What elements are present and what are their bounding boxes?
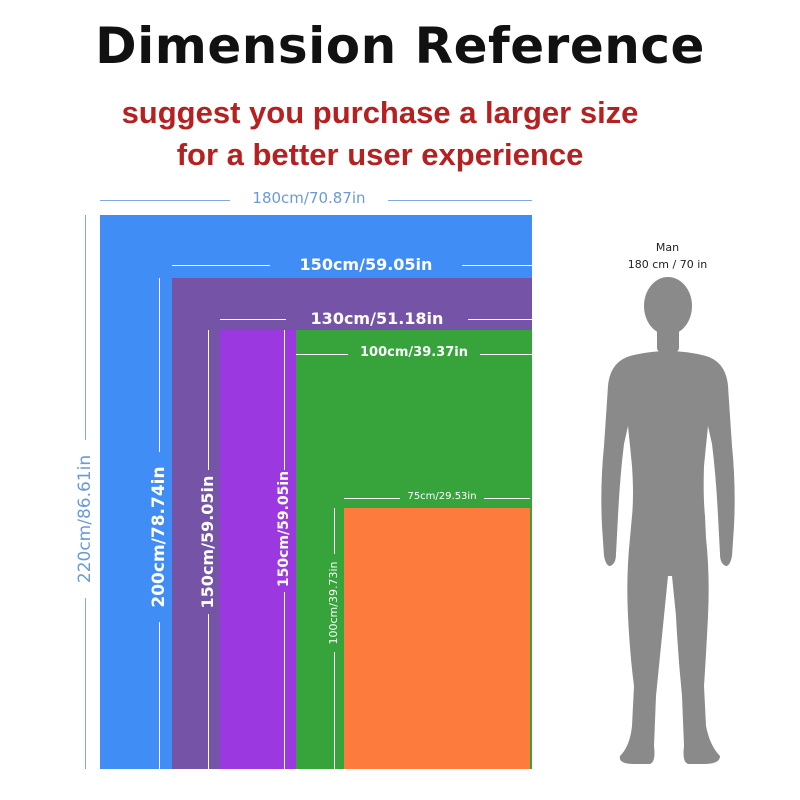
subtitle-line-2: for a better user experience [176, 137, 584, 172]
height-line-150b-top [284, 330, 285, 470]
width-label-75: 75cm/29.53in [407, 491, 477, 502]
height-line-150b-bottom [284, 592, 285, 769]
width-label-180: 180cm/70.87in [252, 189, 366, 207]
width-line-75-right [484, 498, 530, 499]
width-label-150: 150cm/59.05in [299, 255, 433, 274]
height-line-150a-bottom [208, 614, 209, 769]
height-label-220: 220cm/86.61in [75, 454, 95, 584]
height-line-220-top [85, 215, 86, 440]
height-line-200-top [159, 278, 160, 452]
width-line-180-left [100, 200, 230, 201]
width-line-150-left [172, 265, 270, 266]
man-silhouette-icon [601, 277, 735, 764]
width-line-180-right [388, 200, 532, 201]
height-line-220-bottom [85, 598, 86, 769]
width-line-100-left [296, 354, 348, 355]
width-line-100-right [480, 354, 532, 355]
man-height-label: 180 cm / 70 in [627, 258, 708, 271]
height-label-200: 200cm/78.74in [149, 466, 169, 608]
subtitle-line-1: suggest you purchase a larger size [121, 95, 639, 130]
height-line-100-bottom [334, 652, 335, 769]
width-line-150-right [462, 265, 532, 266]
width-line-130-left [220, 319, 286, 320]
width-line-130-right [468, 319, 532, 320]
height-label-100: 100cm/39.73in [327, 561, 340, 645]
size-rect-75x100 [344, 508, 530, 769]
man-label: Man [655, 241, 680, 254]
height-label-150b: 150cm/59.05in [276, 470, 292, 588]
height-line-200-bottom [159, 622, 160, 769]
width-label-130: 130cm/51.18in [310, 309, 444, 328]
width-line-75-left [344, 498, 400, 499]
height-line-150a-top [208, 330, 209, 470]
height-label-150a: 150cm/59.05in [198, 475, 217, 609]
page-title: Dimension Reference [95, 17, 705, 75]
width-label-100: 100cm/39.37in [360, 345, 468, 360]
height-line-100-top [334, 508, 335, 554]
